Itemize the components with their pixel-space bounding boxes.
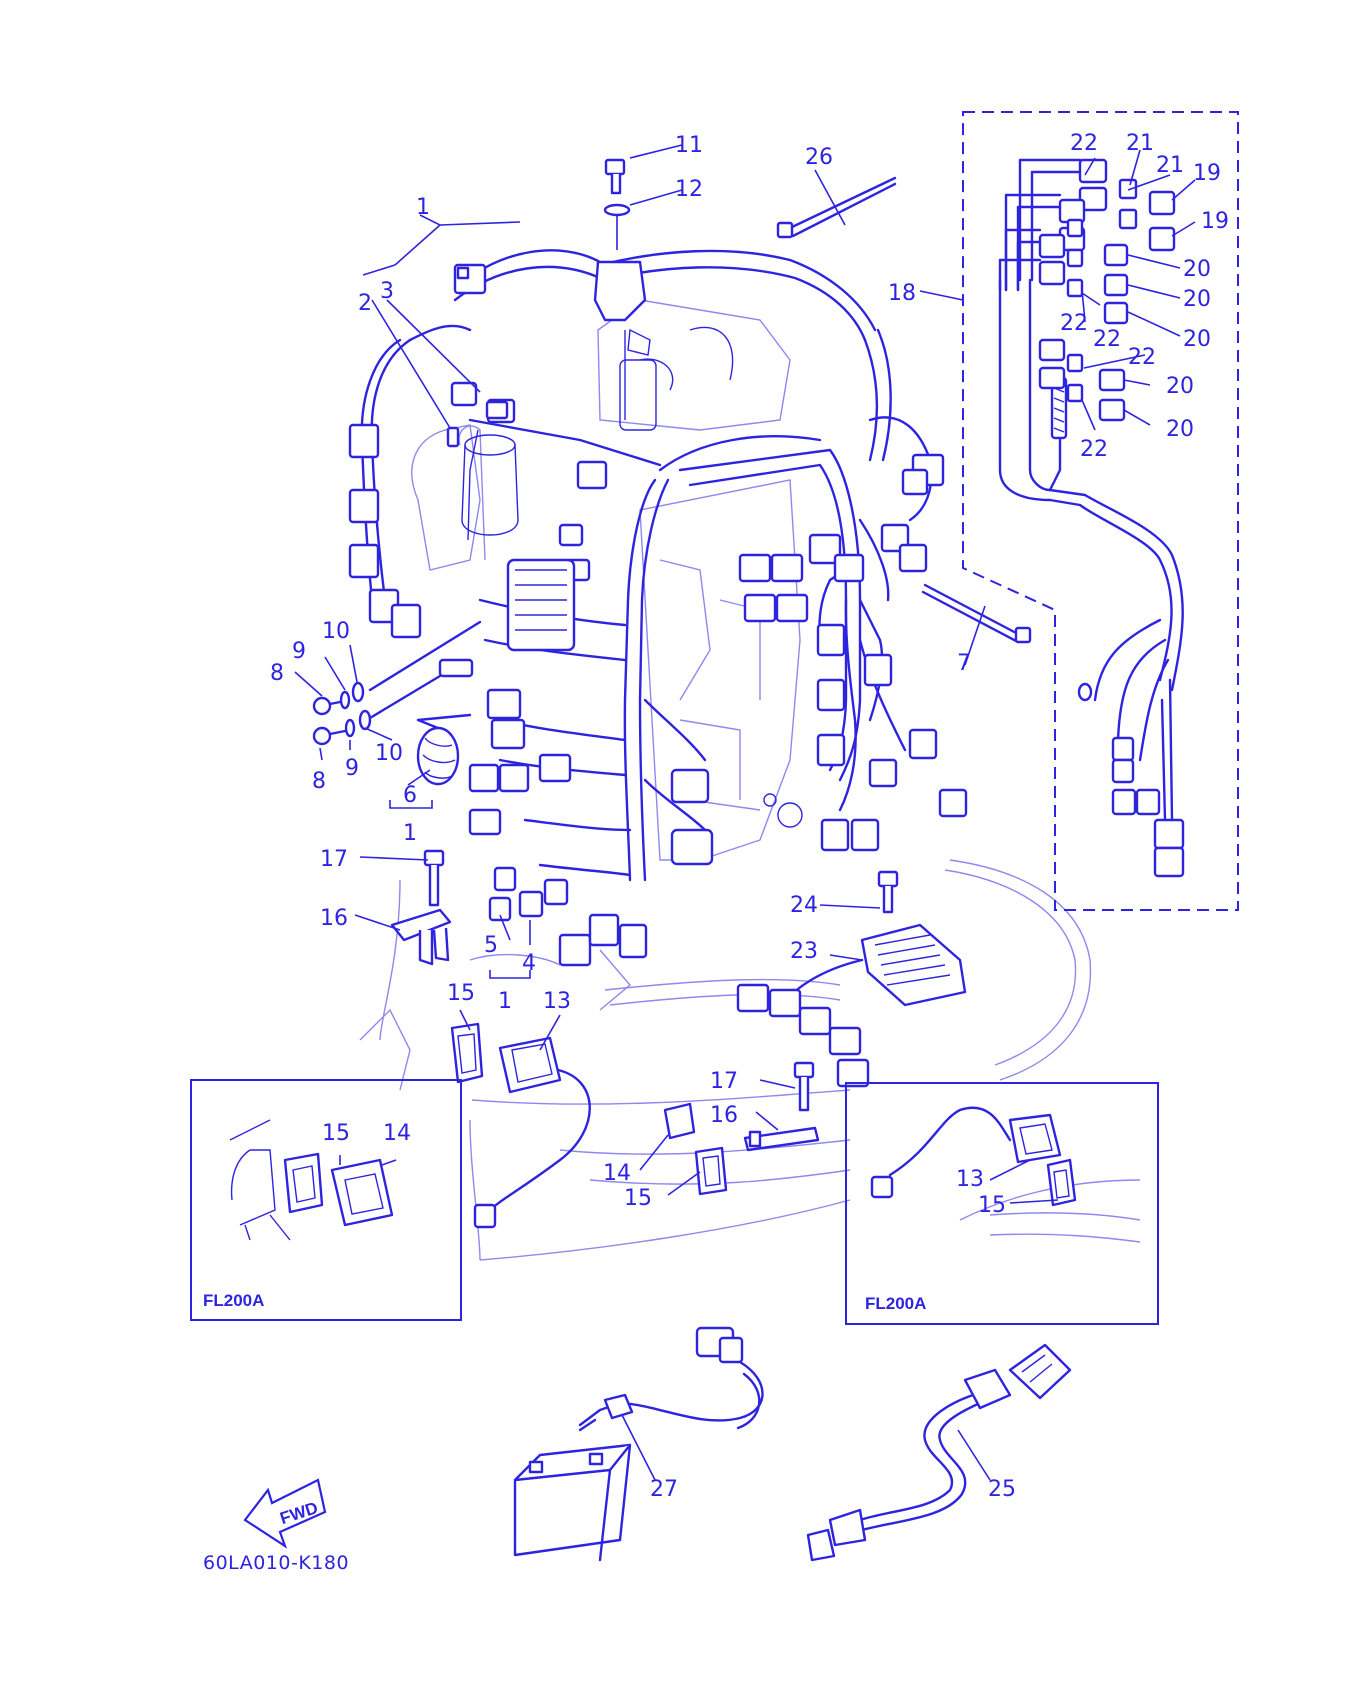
battery-cable-27: [578, 1326, 764, 1432]
callout-22: 22: [1093, 327, 1121, 352]
clamp-16-lower: [743, 1126, 820, 1152]
battery: [513, 1443, 632, 1562]
clamp-16-upper: [390, 908, 452, 966]
relay-connectors-19-22: [1038, 158, 1176, 422]
cable-tie-26: [776, 176, 897, 239]
callout-22: 22: [1070, 131, 1098, 156]
callout-27: 27: [650, 1477, 678, 1502]
inset-left-label: FL200A: [203, 1291, 264, 1310]
washer-10-lower: [358, 709, 372, 731]
callout-22: 22: [1080, 437, 1108, 462]
callout-5: 5: [484, 933, 498, 958]
harness-clip-2: [446, 426, 460, 448]
fwd-arrow-icon: FWD: [243, 1478, 327, 1549]
callout-6: 6: [403, 783, 417, 808]
bolt-17-upper: [423, 849, 445, 907]
callout-10: 10: [375, 741, 403, 766]
callout-19: 19: [1193, 161, 1221, 186]
callout-25: 25: [988, 1477, 1016, 1502]
screw-8-lower: [312, 726, 347, 746]
callout-15: 15: [624, 1186, 652, 1211]
sensor-6: [416, 713, 472, 786]
callout-24: 24: [790, 893, 818, 918]
callout-2: 2: [358, 291, 372, 316]
callout-15: 15: [447, 981, 475, 1006]
callout-1: 1: [498, 989, 512, 1014]
callout-20: 20: [1183, 287, 1211, 312]
callout-26: 26: [805, 145, 833, 170]
callout-20: 20: [1166, 417, 1194, 442]
washer-9-upper: [339, 690, 351, 710]
callout-1: 1: [416, 195, 430, 220]
leader-lines: [294, 144, 1196, 1481]
washer-9-lower: [344, 718, 356, 738]
extension-cable-25: [806, 1343, 1072, 1562]
callout-7: 7: [957, 651, 971, 676]
callout-17: 17: [320, 847, 348, 872]
engine-block-outline: [359, 299, 1141, 1261]
callout-3: 3: [380, 279, 394, 304]
grommet-15-lower: [694, 1146, 728, 1196]
harness-connectors: [348, 260, 968, 967]
callout-17: 17: [710, 1069, 738, 1094]
callout-22: 22: [1128, 345, 1156, 370]
washer-10-upper: [351, 681, 365, 703]
harness-holder-3: [485, 400, 509, 420]
coupler-14-main: [663, 1102, 696, 1140]
bolt-24: [877, 870, 899, 914]
rectifier-regulator-23: [778, 923, 967, 1012]
inset-left-parts: [229, 1119, 394, 1241]
callout-20: 20: [1166, 374, 1194, 399]
callout-14: 14: [603, 1161, 631, 1186]
callout-10: 10: [322, 619, 350, 644]
cable-tie-7: [921, 583, 1032, 644]
callout-16: 16: [710, 1103, 738, 1128]
bolt-11: [604, 158, 626, 195]
callout-18: 18: [888, 281, 916, 306]
callout-23: 23: [790, 939, 818, 964]
callout-9: 9: [345, 756, 359, 781]
callout-1: 1: [403, 821, 417, 846]
callout-9: 9: [292, 639, 306, 664]
grommet-15-main: [450, 1022, 484, 1084]
detail-boundary-18: [962, 111, 1239, 911]
inset-right-parts: [870, 1106, 1141, 1243]
washer-12: [603, 203, 631, 217]
inset-box-right: [845, 1082, 1159, 1325]
inset-box-left: [190, 1079, 462, 1321]
callout-labels: 1 2 3 4 5 1 6 1 7 8 8 9 9 10 10 11 12 13…: [270, 131, 1229, 1502]
inset-right-label: FL200A: [865, 1294, 926, 1313]
bolt-17-lower: [793, 1061, 815, 1112]
coupler-13-main: [473, 1036, 591, 1229]
rectifier-connectors: [736, 983, 870, 1088]
diagram-code: 60LA010-K180: [203, 1552, 349, 1574]
callout-8: 8: [270, 661, 284, 686]
callout-22: 22: [1060, 311, 1088, 336]
callout-4: 4: [522, 951, 536, 976]
screw-8-upper: [312, 696, 347, 716]
callout-12: 12: [675, 177, 703, 202]
callout-15: 15: [322, 1121, 350, 1146]
callout-19: 19: [1201, 209, 1229, 234]
callout-20: 20: [1183, 327, 1211, 352]
callout-21: 21: [1156, 153, 1184, 178]
wire-harness-18: [998, 158, 1185, 878]
callout-16: 16: [320, 906, 348, 931]
callout-11: 11: [675, 133, 703, 158]
callout-13: 13: [956, 1167, 984, 1192]
callout-15: 15: [978, 1193, 1006, 1218]
callout-20: 20: [1183, 257, 1211, 282]
callout-13: 13: [543, 989, 571, 1014]
callout-8: 8: [312, 769, 326, 794]
callout-14: 14: [383, 1121, 411, 1146]
callout-21: 21: [1126, 131, 1154, 156]
